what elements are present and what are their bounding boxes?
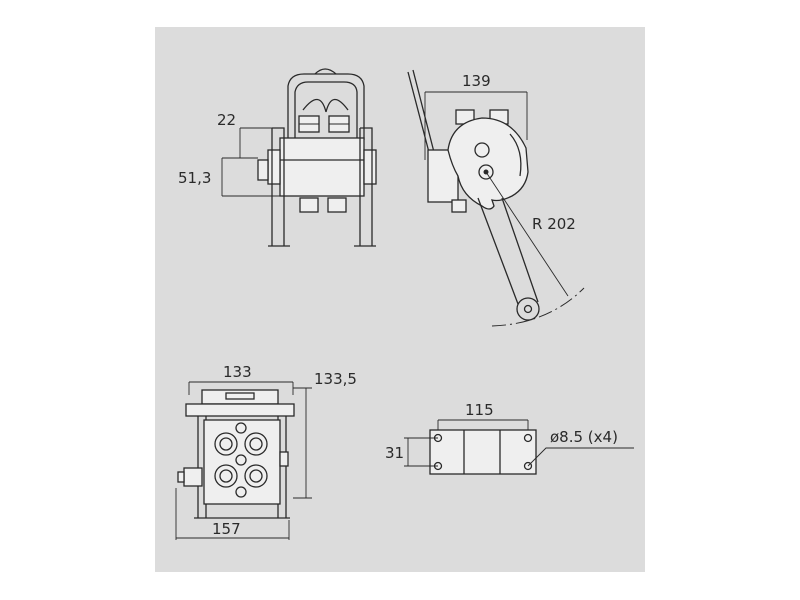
dim-133-5: 133,5 <box>314 370 357 388</box>
pivot-pin <box>478 164 494 180</box>
swing-arc <box>491 287 585 327</box>
mount-hole <box>523 461 533 471</box>
dim-157: 157 <box>212 520 241 538</box>
pivot-pin <box>474 142 490 158</box>
bottom-view: 133 133,5 157 <box>175 363 357 540</box>
dim-22: 22 <box>217 111 236 129</box>
bottom-body <box>203 419 281 505</box>
valve-block <box>279 137 365 197</box>
dim-51-3: 51,3 <box>178 169 211 187</box>
side-knob <box>183 467 203 487</box>
nut <box>327 197 347 213</box>
dim-133: 133 <box>223 363 252 381</box>
dim-r-202: R 202 <box>532 215 576 233</box>
nut <box>299 197 319 213</box>
port <box>244 432 268 456</box>
mount-plate <box>429 429 537 475</box>
side-knob <box>257 159 269 181</box>
front-view: 22 51,3 <box>178 68 377 247</box>
dim-115: 115 <box>465 401 494 419</box>
lever-cam <box>447 117 529 210</box>
port <box>214 432 238 456</box>
mount-hole <box>523 433 533 443</box>
dim-139: 139 <box>462 72 491 90</box>
port <box>214 464 238 488</box>
dim-31: 31 <box>385 444 404 462</box>
side-view: 139 R 202 <box>407 69 585 327</box>
top-plate <box>185 403 295 417</box>
port <box>244 464 268 488</box>
dim-hole-spec: ø8.5 (x4) <box>550 428 618 446</box>
mount-plate-view: 115 31 ø8.5 (x4) <box>385 401 634 475</box>
lever-end <box>516 297 540 321</box>
